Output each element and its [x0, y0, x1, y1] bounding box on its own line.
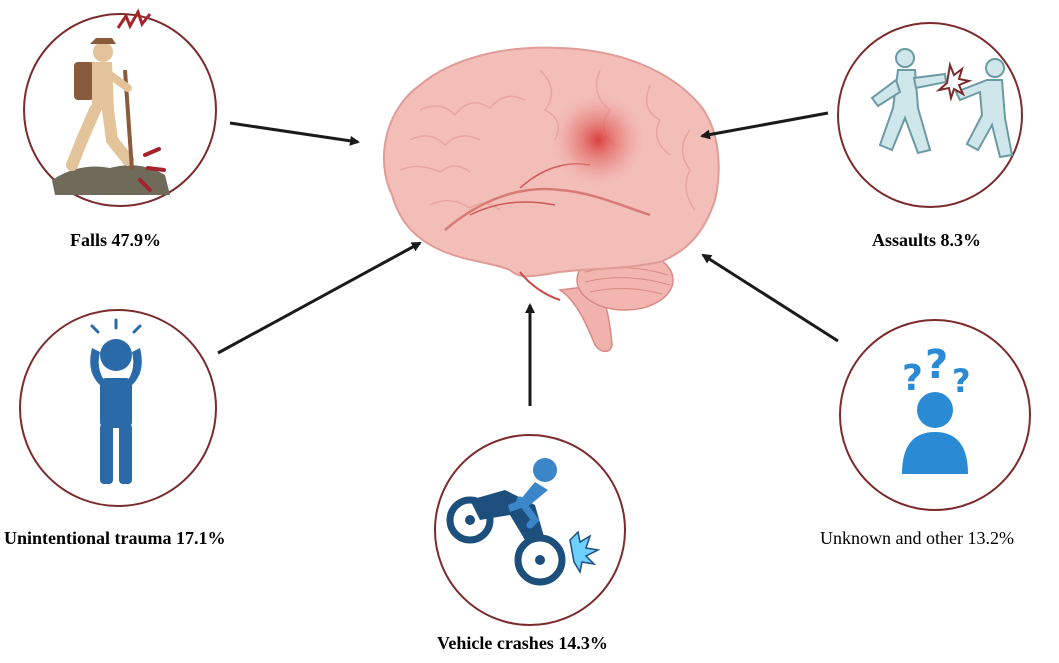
assaults-circle [837, 22, 1023, 208]
hiker-falling-icon [52, 8, 170, 195]
assaults-label: Assaults 8.3% [872, 230, 982, 250]
vehicle-label: Vehicle crashes 14.3% [437, 633, 608, 653]
person-question-marks-icon: ? ? ? [902, 342, 971, 474]
brain-injury-icon [382, 46, 720, 353]
arrow-assaults [700, 111, 829, 140]
unintentional-label: Unintentional trauma 17.1% [4, 528, 226, 548]
arrow-unintentional [217, 241, 422, 355]
motorcycle-crash-icon [446, 458, 601, 586]
distressed-person-icon [90, 318, 142, 484]
arrow-falls [229, 121, 360, 146]
people-fighting-icon [870, 48, 1014, 159]
svg-text:?: ? [925, 342, 948, 388]
arrow-unknown [701, 253, 839, 343]
svg-text:?: ? [902, 358, 923, 399]
unknown-label: Unknown and other 13.2% [820, 528, 1014, 548]
falls-label: Falls 47.9% [70, 230, 162, 250]
svg-text:?: ? [952, 362, 971, 400]
